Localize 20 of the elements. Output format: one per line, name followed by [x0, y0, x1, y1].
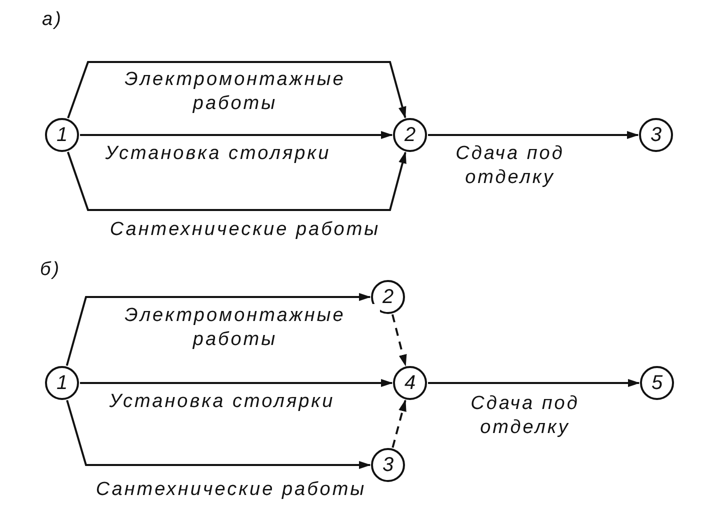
arrow — [428, 379, 640, 387]
arrow — [66, 151, 406, 211]
section-label: б) — [40, 258, 62, 282]
event-circle: 3 — [639, 118, 673, 152]
arrow — [66, 400, 371, 469]
event-circle: 2 — [371, 280, 405, 314]
section-label: а) — [42, 8, 63, 32]
arrow — [392, 399, 406, 448]
arrow — [392, 314, 407, 367]
event-circle: 5 — [640, 366, 674, 400]
event-circle: 1 — [45, 118, 79, 152]
arrow — [67, 61, 406, 119]
event-circle: 1 — [45, 366, 79, 400]
arrow — [80, 379, 393, 387]
event-circle: 3 — [371, 448, 405, 482]
arrow — [66, 293, 371, 366]
event-circle: 4 — [393, 366, 427, 400]
event-circle: 2 — [393, 118, 427, 152]
arrow — [80, 131, 393, 139]
arrow — [428, 131, 639, 139]
